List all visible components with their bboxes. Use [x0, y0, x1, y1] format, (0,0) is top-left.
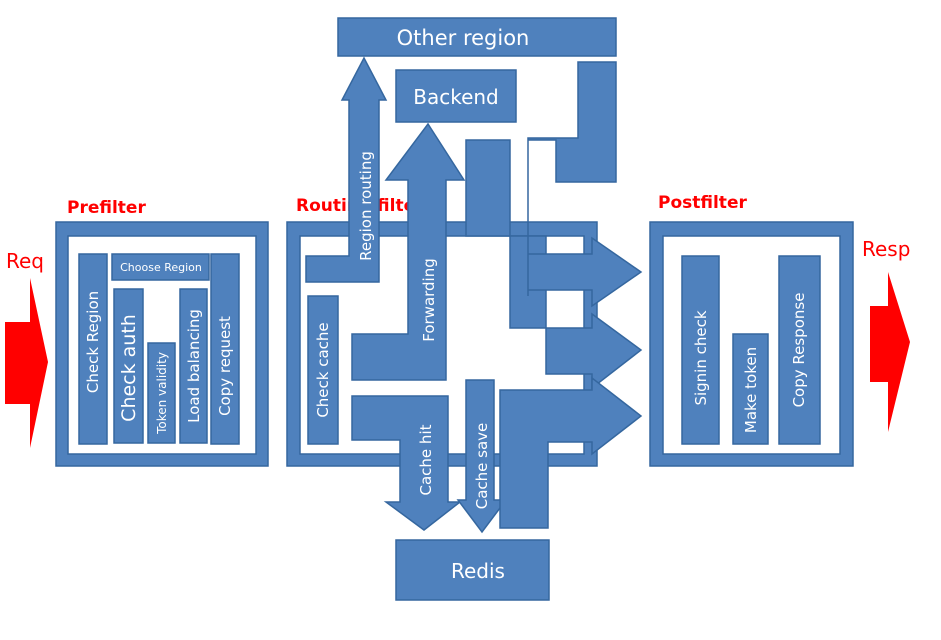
make-token-box: [732, 333, 769, 445]
request-label: Req: [6, 249, 44, 273]
check-cache-box: [307, 295, 339, 445]
redis-return-arrow: [499, 376, 643, 529]
backend-return-path: [465, 139, 643, 390]
response-arrow: [870, 272, 910, 432]
check-cache-label: Check cache: [314, 322, 332, 417]
backend-box: [395, 69, 517, 123]
forwarding-label: Forwarding: [420, 258, 438, 342]
postfilter-title: Postfilter: [658, 193, 747, 213]
request-arrow: [5, 278, 48, 448]
response-label: Resp: [862, 237, 910, 261]
check-region-label: Check Region: [84, 291, 102, 393]
load-balancing-box: [179, 288, 208, 444]
choose-region-label: Choose Region: [120, 261, 202, 274]
backend-label: Backend: [413, 85, 499, 109]
check-auth-label: Check auth: [118, 314, 140, 422]
prefilter-title: Prefilter: [67, 198, 146, 218]
token-validity-label: Token validity: [155, 352, 169, 435]
cache-hit-label: Cache hit: [417, 424, 435, 495]
signin-check-box: [681, 255, 720, 445]
copy-request-box: [210, 253, 240, 445]
copy-response-label: Copy Response: [790, 293, 808, 408]
choose-region-box: [111, 253, 210, 281]
token-validity-box: [147, 342, 176, 444]
other-region-box: [337, 17, 617, 57]
forwarding-arrow: [351, 122, 466, 381]
cache-hit-arrow: [351, 395, 463, 531]
region-routing-arrow: [305, 56, 388, 283]
region-routing-label: Region routing: [357, 151, 375, 261]
redis-label: Redis: [451, 559, 505, 583]
other-region-return-arrow: [527, 61, 643, 308]
copy-response-box: [778, 255, 821, 445]
redis-box: [395, 539, 550, 601]
load-balancing-label: Load balancing: [185, 309, 203, 423]
check-region-box: [78, 253, 108, 445]
signin-check-label: Signin check: [692, 310, 710, 405]
cache-save-arrow: [456, 379, 508, 534]
cache-save-label: Cache save: [473, 423, 491, 510]
check-auth-box: [113, 288, 144, 444]
other-region-label: Other region: [397, 26, 530, 50]
copy-request-label: Copy request: [216, 316, 234, 416]
make-token-label: Make token: [742, 347, 760, 433]
